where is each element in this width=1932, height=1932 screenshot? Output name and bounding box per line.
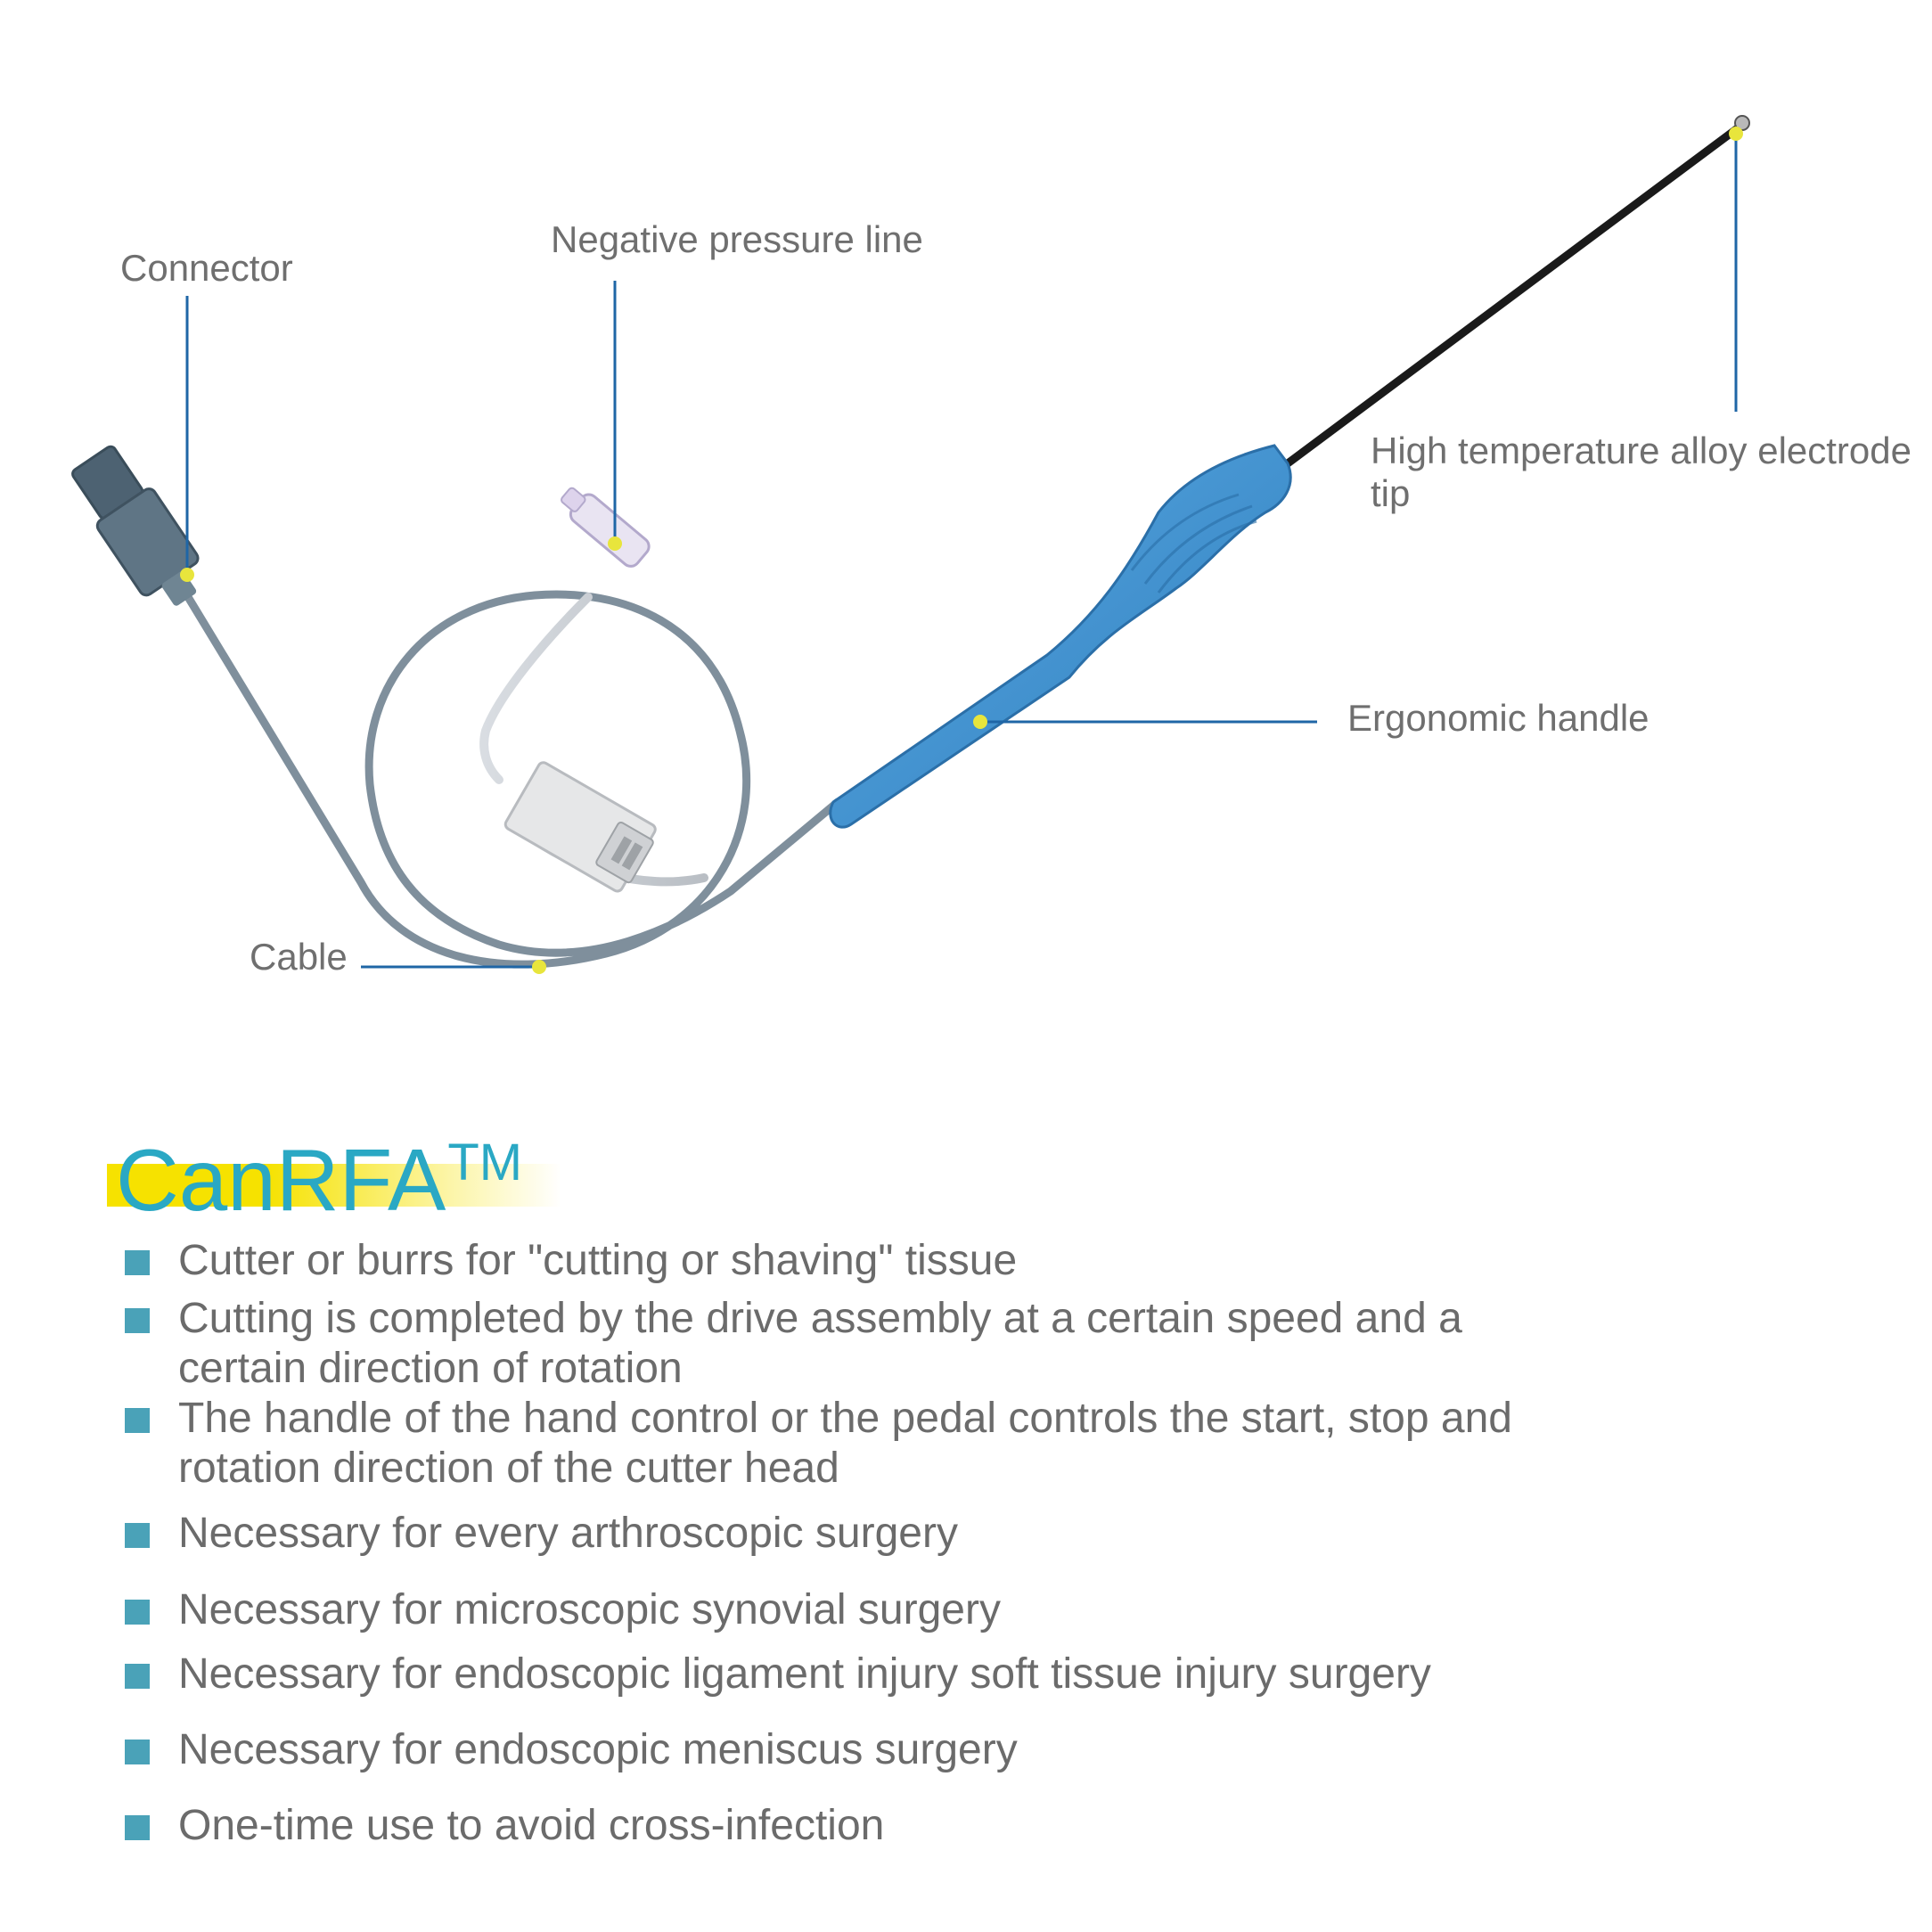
label-handle: Ergonomic handle xyxy=(1347,697,1650,739)
feature-text: Necessary for endoscopic ligament injury… xyxy=(178,1650,1431,1698)
brand-title: CanRFATM xyxy=(116,1114,522,1229)
pressure-line-clamp xyxy=(503,761,657,893)
dot-electrode xyxy=(1729,127,1743,141)
brand-name: CanRFA xyxy=(116,1131,446,1229)
cable xyxy=(178,584,842,969)
leader-lines xyxy=(185,134,1738,969)
square-bullet-icon xyxy=(125,1523,150,1548)
dot-cable xyxy=(532,960,546,974)
brand-trademark: TM xyxy=(447,1134,523,1191)
handle-grip-texture xyxy=(1130,493,1257,594)
feature-text: The handle of the hand control or the pe… xyxy=(178,1395,1512,1492)
square-bullet-icon xyxy=(125,1664,150,1689)
feature-text: Necessary for microscopic synovial surge… xyxy=(178,1586,1001,1633)
device-diagram xyxy=(71,115,1750,974)
label-electrode-tip-line1: High temperature alloy electrode xyxy=(1371,430,1912,471)
luer-connector xyxy=(561,487,651,568)
feature-text: One-time use to avoid cross-infection xyxy=(178,1802,885,1849)
electrode-shaft xyxy=(1283,120,1747,468)
dot-connector xyxy=(180,568,194,582)
label-electrode-tip: High temperature alloy electrode tip xyxy=(1371,430,1912,515)
feature-text: Necessary for endoscopic meniscus surger… xyxy=(178,1726,1018,1773)
label-connector: Connector xyxy=(120,247,293,289)
square-bullet-icon xyxy=(125,1815,150,1840)
square-bullet-icon xyxy=(125,1250,150,1275)
connector-plug xyxy=(71,445,200,606)
ergonomic-handle xyxy=(829,444,1292,829)
feature-text: Necessary for every arthroscopic surgery xyxy=(178,1510,958,1557)
dot-negative-pressure xyxy=(608,536,622,551)
callout-dots xyxy=(180,127,1743,974)
label-negative-pressure: Negative pressure line xyxy=(551,218,923,260)
brand-heading: CanRFATM xyxy=(107,1125,570,1229)
feature-text: Cutter or burrs for "cutting or shaving"… xyxy=(178,1237,1018,1284)
dot-handle xyxy=(973,715,987,729)
square-bullet-icon xyxy=(125,1408,150,1433)
feature-text: Cutting is completed by the drive assemb… xyxy=(178,1295,1462,1392)
electrode-tip xyxy=(1734,115,1750,131)
square-bullet-icon xyxy=(125,1600,150,1625)
label-cable: Cable xyxy=(250,936,348,978)
square-bullet-icon xyxy=(125,1740,150,1764)
label-electrode-tip-line2: tip xyxy=(1371,472,1411,514)
brand-highlight-band xyxy=(107,1164,561,1207)
square-bullet-icon xyxy=(125,1308,150,1333)
